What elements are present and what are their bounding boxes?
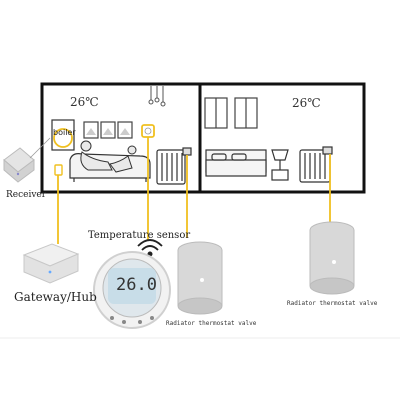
radiator-valve-left bbox=[177, 241, 223, 315]
radiator-right-icon bbox=[299, 146, 333, 183]
valve-right-label: Radiator thermostat valve bbox=[287, 300, 378, 307]
receiver-device bbox=[3, 147, 35, 183]
wall-sensor-icon bbox=[54, 164, 63, 176]
thermostat-reading: 26.0 bbox=[116, 275, 157, 295]
people-icon bbox=[80, 140, 137, 173]
left-room-temperature: 26℃ bbox=[70, 95, 99, 109]
thermostat-device bbox=[93, 251, 171, 329]
gateway-device bbox=[22, 243, 80, 284]
radiator-valve-right bbox=[309, 221, 355, 295]
wall-pictures-left bbox=[83, 121, 133, 139]
radiator-left-icon bbox=[156, 147, 192, 185]
house-outline bbox=[40, 82, 366, 194]
gateway-label: Gateway/Hub bbox=[14, 290, 97, 304]
valve-left-label: Radiator thermostat valve bbox=[166, 320, 257, 327]
temperature-sensor-label: Temperature sensor bbox=[88, 230, 191, 241]
room-thermostat-icon bbox=[141, 124, 155, 138]
connection-lines bbox=[57, 137, 331, 244]
bed-icon bbox=[205, 149, 267, 177]
receiver-label: Receiver bbox=[6, 190, 47, 200]
boiler-unit bbox=[51, 119, 75, 151]
boiler-label: boiler bbox=[53, 128, 76, 137]
ceiling-lamp-icon bbox=[148, 86, 166, 107]
lamp-icon bbox=[271, 149, 289, 181]
wall-pictures-right bbox=[204, 97, 258, 129]
right-room-temperature: 26℃ bbox=[292, 96, 321, 110]
thermostat-screen bbox=[108, 268, 156, 304]
receiver-link bbox=[29, 137, 51, 159]
